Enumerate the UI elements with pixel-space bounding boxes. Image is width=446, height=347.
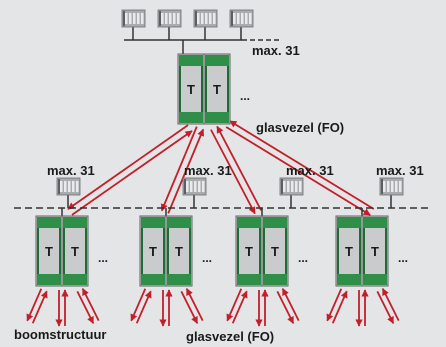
io-device-1 xyxy=(56,177,81,196)
fiber-arrow-up xyxy=(216,125,262,211)
module-t-label: T xyxy=(187,82,195,97)
module-t-label: T xyxy=(345,244,353,259)
module-t-label: T xyxy=(213,82,221,97)
tree-arrow-4-left xyxy=(326,288,348,324)
fiber-link-4 xyxy=(225,120,375,216)
fiber-arrow-down xyxy=(225,126,371,216)
io-device-4 xyxy=(379,177,404,196)
fiber-arrow-up xyxy=(381,288,400,322)
fiber-arrow-up xyxy=(331,290,348,324)
tree-arrow-2-mid xyxy=(159,289,173,327)
module-ellipsis-4: ... xyxy=(398,251,408,265)
tree-arrow-4-right xyxy=(376,288,400,324)
fiber-arrow-up xyxy=(31,290,48,324)
top-io-device-1 xyxy=(121,9,146,28)
max-label-2: max. 31 xyxy=(184,163,232,178)
fiber-arrow-down xyxy=(26,288,43,322)
max-label-4: max. 31 xyxy=(376,163,424,178)
fiber-arrow-down xyxy=(326,288,343,322)
fiber-arrow-up xyxy=(229,120,375,210)
top-io-device-2 xyxy=(157,9,182,28)
tree-arrow-4-mid xyxy=(355,289,369,327)
max-label-3: max. 31 xyxy=(286,163,334,178)
top-io-device-4 xyxy=(229,9,254,28)
tree-structure-label: boomstructuur xyxy=(14,327,107,342)
fiber-arrow-up xyxy=(231,290,248,324)
fiber-arrows xyxy=(26,120,400,327)
bus-lines xyxy=(14,27,432,216)
fiber-label-bottom: glasvezel (FO) xyxy=(186,329,275,344)
module-t-label: T xyxy=(271,244,279,259)
module-t-label: T xyxy=(45,244,53,259)
tree-arrow-3-left xyxy=(226,288,248,324)
module-ellipsis-1: ... xyxy=(98,251,108,265)
io-device-3 xyxy=(279,177,304,196)
tree-arrow-3-mid xyxy=(255,289,269,327)
fiber-arrow-down xyxy=(160,126,198,212)
fiber-arrow-up xyxy=(71,130,193,216)
fiber-arrow-up xyxy=(185,288,204,322)
tree-arrow-1-right xyxy=(76,288,100,324)
tree-arrow-3-right xyxy=(276,288,300,324)
io-device-2 xyxy=(182,177,207,196)
tree-arrow-1-mid xyxy=(55,289,69,327)
fiber-arrow-up xyxy=(135,290,152,324)
fiber-arrow-down xyxy=(276,290,295,324)
max-label-1: max. 31 xyxy=(47,163,95,178)
module-t-label: T xyxy=(371,244,379,259)
module-ellipsis-2: ... xyxy=(202,251,212,265)
module-t-label: T xyxy=(175,244,183,259)
fiber-arrow-down xyxy=(376,290,395,324)
tree-arrow-2-right xyxy=(180,288,204,324)
fiber-arrow-down xyxy=(226,288,243,322)
top-module-ellipsis: ... xyxy=(240,89,250,103)
fiber-arrow-down xyxy=(76,290,95,324)
module-t-label: T xyxy=(149,244,157,259)
module-t-label: T xyxy=(245,244,253,259)
module-t-label: T xyxy=(71,244,79,259)
tree-arrow-2-left xyxy=(130,288,152,324)
fiber-link-2 xyxy=(160,126,205,214)
fiber-arrow-down xyxy=(67,124,189,210)
fiber-link-3 xyxy=(210,125,262,215)
fiber-arrow-up xyxy=(81,288,100,322)
top-io-device-3 xyxy=(193,9,218,28)
fiber-link-1 xyxy=(67,124,193,216)
tree-arrow-1-left xyxy=(26,288,48,324)
max-label-top: max. 31 xyxy=(252,43,300,58)
fiber-arrow-up xyxy=(281,288,300,322)
fiber-arrow-down xyxy=(180,290,199,324)
module-ellipsis-3: ... xyxy=(298,251,308,265)
fiber-label-top: glasvezel (FO) xyxy=(256,120,345,135)
fiber-arrow-down xyxy=(210,129,256,215)
fiber-arrow-down xyxy=(130,288,147,322)
fiber-arrow-up xyxy=(167,128,205,214)
